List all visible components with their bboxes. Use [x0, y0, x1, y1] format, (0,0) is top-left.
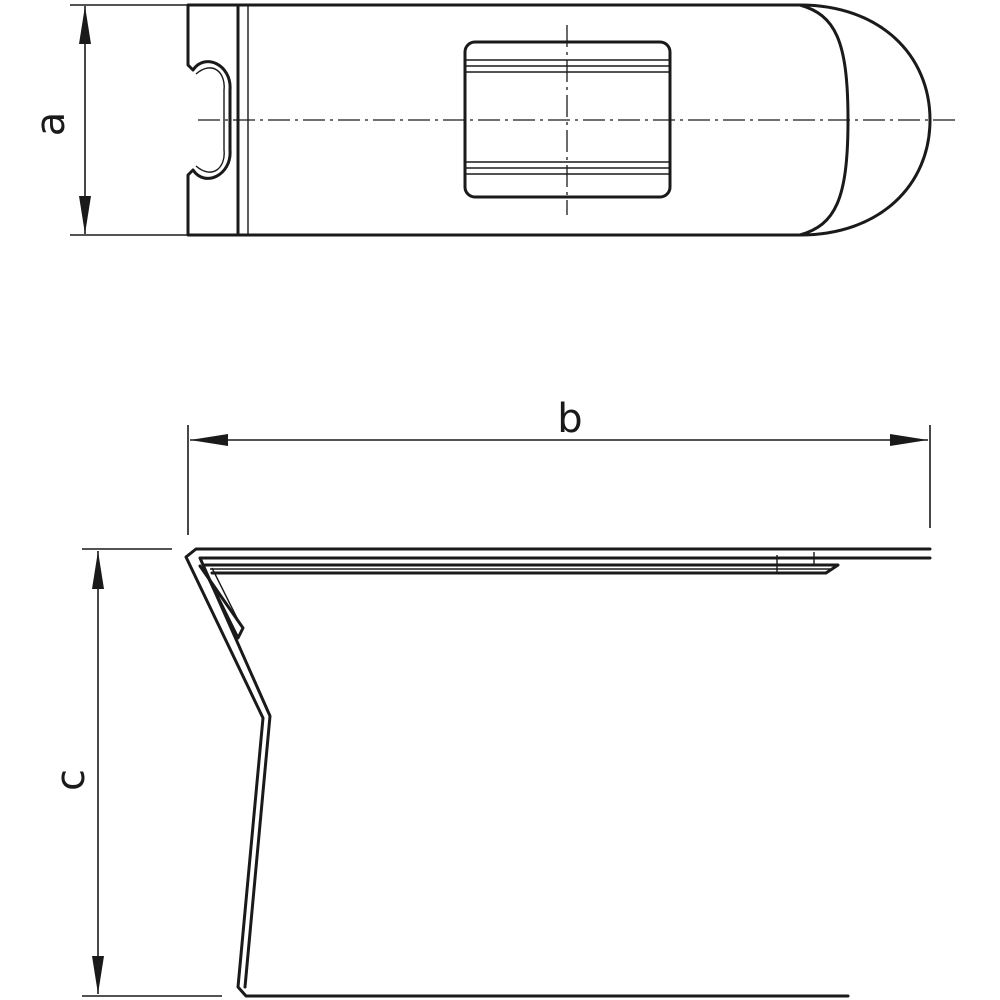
dimension-c-arrow-bottom	[92, 956, 104, 994]
dimension-a: a	[28, 4, 188, 236]
dimension-c: c	[48, 548, 222, 997]
dimension-a-arrow-bottom	[79, 196, 91, 234]
dimension-a-arrow-top	[79, 6, 91, 44]
side-view-tab-detail	[211, 567, 241, 625]
dimension-c-arrow-top	[92, 551, 104, 589]
dimension-b: b	[187, 396, 931, 535]
top-view-notch-inner	[195, 67, 225, 173]
side-view-tab	[198, 564, 245, 640]
dimension-b-arrow-right	[890, 434, 928, 446]
top-view-outline	[186, 3, 932, 237]
top-view	[186, 3, 955, 237]
dimension-b-label: b	[557, 396, 582, 442]
side-view-flange-lip	[203, 563, 840, 575]
side-view-inner-contour	[198, 556, 932, 989]
dimension-a-label: a	[28, 112, 74, 137]
side-view-outer-contour	[184, 547, 932, 998]
dimension-c-label: c	[48, 769, 94, 791]
side-view	[184, 547, 932, 998]
dimension-b-arrow-left	[190, 434, 228, 446]
